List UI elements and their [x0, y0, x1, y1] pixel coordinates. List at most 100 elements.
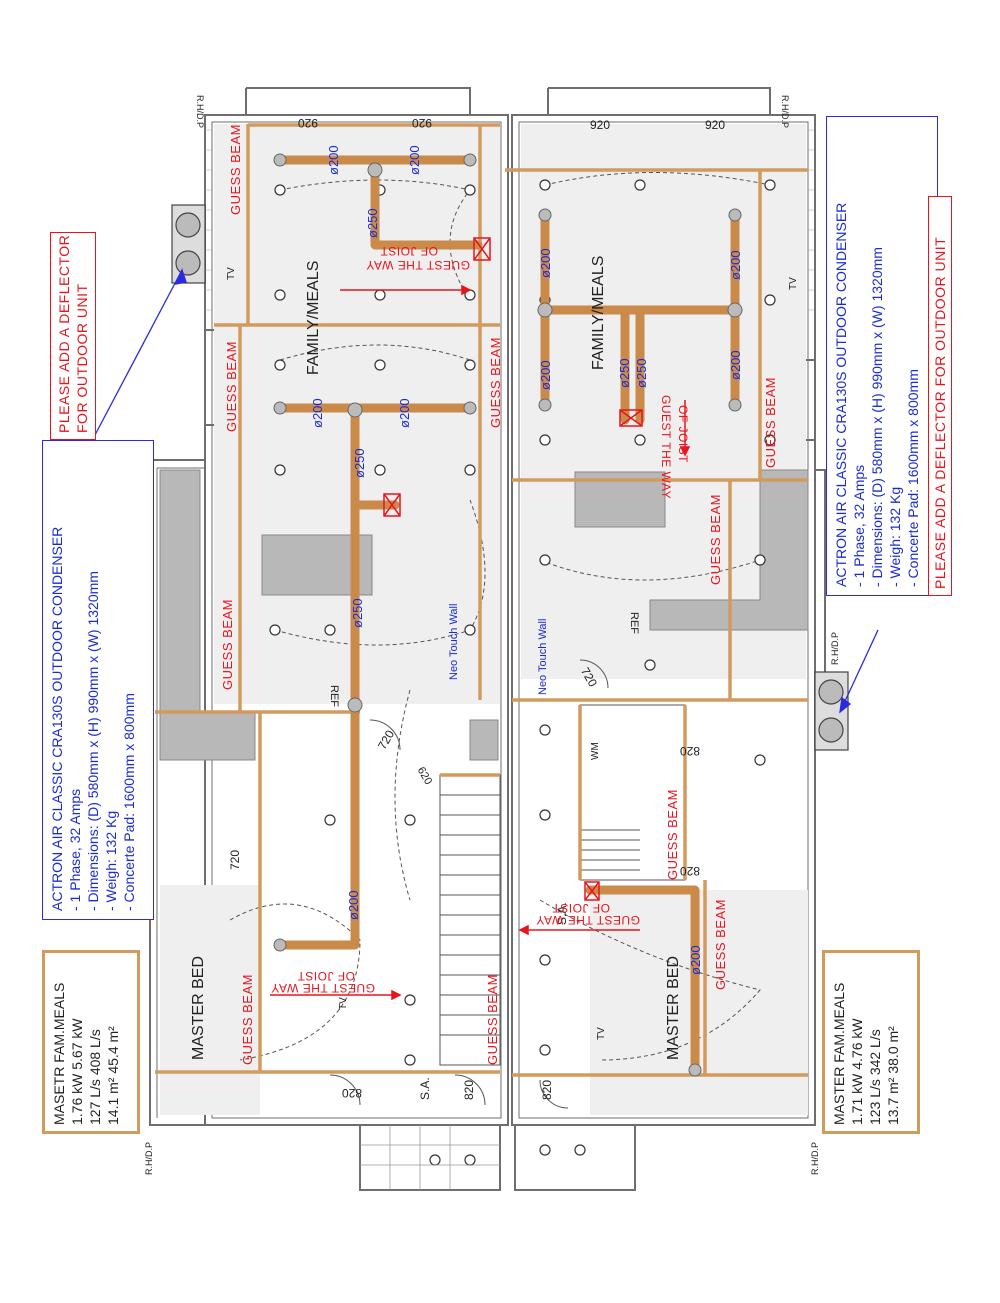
kitchen-benches	[159, 469, 809, 761]
doors	[329, 659, 609, 1109]
joist-arrows	[270, 284, 691, 1001]
guest-way-label: GUEST THE WAY	[365, 258, 470, 272]
wm-label: WM	[590, 742, 601, 760]
of-joist-label: OF JOIST	[552, 901, 610, 915]
rhdp-label-mid-right: R.H/D.P	[830, 631, 840, 665]
condenser-line: - 1 Phase, 32 Amps	[67, 788, 83, 911]
guess-beam-label: GUESS BEAM	[713, 899, 728, 990]
condenser-line: - Weigh: 132 Kg	[103, 810, 119, 911]
dim-label: 820	[341, 1086, 362, 1100]
guest-way-label: GUEST THE WAY	[270, 981, 375, 995]
duct-size-label: ø250	[365, 208, 380, 238]
family-meals-label-left: FAMILY/MEALS	[305, 260, 322, 375]
duct-size-label: ø250	[617, 358, 632, 388]
duct-size-label: ø250	[352, 448, 367, 478]
duct-size-label: ø250	[350, 598, 365, 628]
room-floors	[160, 124, 808, 1115]
guess-beam-label: GUESS BEAM	[240, 974, 255, 1065]
condenser-title: ACTRON AIR CLASSIC CRA130S OUTDOOR CONDE…	[49, 526, 65, 911]
dim-label: 920	[590, 118, 611, 132]
rhdp-label-top-left: R.H/D.P	[195, 95, 205, 129]
guess-beam-label: GUESS BEAM	[224, 341, 239, 432]
summary-line: 1.76 kW 5.67 kW	[69, 1018, 85, 1125]
dim-label: 920	[705, 118, 726, 132]
of-joist-label: OF JOIST	[297, 969, 355, 983]
guess-beam-label: GUESS BEAM	[228, 124, 243, 215]
guess-beam-label: GUESS BEAM	[708, 494, 723, 585]
guess-beam-label: GUESS BEAM	[665, 789, 680, 880]
master-bed-label-right: MASTER BED	[665, 955, 682, 1060]
summary-line: 127 L/s 408 L/s	[87, 1029, 103, 1125]
guess-beam-label: GUESS BEAM	[763, 377, 778, 468]
ref-label-right: REF	[628, 612, 640, 634]
neo-touch-label-right: Neo Touch Wall	[537, 618, 549, 695]
ceiling-lights	[269, 179, 776, 1166]
condenser-info-right: ACTRON AIR CLASSIC CRA130S OUTDOOR CONDE…	[826, 116, 938, 596]
guest-way-label: GUEST THE WAY	[535, 913, 640, 927]
master-bed-label-left: MASTER BED	[190, 955, 207, 1060]
of-joist-label: OF JOIST	[676, 405, 690, 463]
dim-label: 820	[679, 744, 700, 758]
condenser-line: - Weigh: 132 Kg	[887, 486, 903, 587]
wall-pattern	[205, 129, 815, 311]
of-joist-label: OF JOIST	[380, 244, 438, 258]
wiring	[229, 172, 771, 1061]
rhdp-label-bottom-right: R.H/D.P	[810, 1141, 820, 1175]
duct-size-label: ø200	[728, 250, 743, 280]
porch	[360, 1125, 500, 1190]
deflector-line: PLEASE ADD A DEFLECTOR	[56, 234, 72, 433]
dim-label: 720	[228, 849, 242, 870]
condenser-info-left: ACTRON AIR CLASSIC CRA130S OUTDOOR CONDE…	[42, 440, 154, 920]
duct-size-label: ø200	[310, 398, 325, 428]
dim-label: 820	[679, 864, 700, 878]
tv-label-1: TV	[226, 267, 237, 280]
duct-size-label: ø200	[407, 145, 422, 175]
summary-line: MASTER FAM.MEALS	[831, 982, 847, 1125]
load-summary-left: MASETR FAM.MEALS 1.76 kW 5.67 kW 127 L/s…	[42, 950, 140, 1134]
deflector-line: FOR OUTDOOR UNIT	[74, 283, 90, 433]
summary-line: 14.1 m² 45.4 m²	[105, 1026, 121, 1125]
return-grilles	[383, 237, 643, 901]
family-meals-label-right: FAMILY/MEALS	[590, 255, 607, 370]
duct-size-label: ø200	[728, 350, 743, 380]
condenser-line: - Dimensions: (D) 580mm x (H) 990mm x (W…	[85, 571, 101, 911]
sa-label-left: S.A.	[418, 1077, 432, 1100]
summary-line: 1.71 kW 4.76 kW	[849, 1018, 865, 1125]
deflector-note-right: PLEASE ADD A DEFLECTOR FOR OUTDOOR UNIT	[928, 196, 952, 596]
tv-label-3: TV	[338, 997, 349, 1010]
dim-label: 920	[297, 116, 318, 130]
duct-size-label: ø200	[397, 398, 412, 428]
duct-size-label: ø200	[538, 248, 553, 278]
guess-beam-label: GUESS BEAM	[488, 337, 503, 428]
condenser-line: - Dimensions: (D) 580mm x (H) 990mm x (W…	[869, 247, 885, 587]
load-summary-right: MASTER FAM.MEALS 1.71 kW 4.76 kW 123 L/s…	[822, 950, 920, 1134]
leader-arrows	[94, 268, 879, 714]
duct-size-label: ø200	[538, 360, 553, 390]
guess-beam-label: GUESS BEAM	[220, 599, 235, 690]
ref-label-left: REF	[328, 685, 340, 707]
guess-beams	[155, 123, 808, 1077]
condenser-line: - 1 Phase, 32 Amps	[851, 464, 867, 587]
duct-size-label: ø250	[634, 358, 649, 388]
condenser-title: ACTRON AIR CLASSIC CRA130S OUTDOOR CONDE…	[833, 202, 849, 587]
ducts	[275, 155, 740, 1075]
duct-size-label: ø200	[346, 890, 361, 920]
duct-size-label: ø200	[326, 145, 341, 175]
summary-line: 123 L/s 342 L/s	[867, 1029, 883, 1125]
rhdp-label-bottom-left: R.H/D.P	[144, 1141, 154, 1175]
condenser-line: - Concerte Pad: 1600mm x 800mm	[905, 369, 921, 587]
summary-line: 13.7 m² 38.0 m²	[885, 1026, 901, 1125]
summary-line: MASETR FAM.MEALS	[51, 982, 67, 1125]
neo-touch-label-left: Neo Touch Wall	[448, 603, 460, 680]
guest-way-label: GUEST THE WAY	[659, 395, 673, 500]
condenser-line: - Concerte Pad: 1600mm x 800mm	[121, 693, 137, 911]
outdoor-condensers	[171, 204, 849, 751]
rhdp-label-top-right: R.H/D.P	[780, 95, 790, 129]
dim-label: 820	[462, 1079, 476, 1100]
tv-label-2: TV	[788, 277, 799, 290]
guess-beam-label: GUESS BEAM	[485, 974, 500, 1065]
duct-fittings	[273, 153, 743, 1077]
dim-label: 820	[540, 1079, 554, 1100]
tv-label-4: TV	[596, 1027, 607, 1040]
